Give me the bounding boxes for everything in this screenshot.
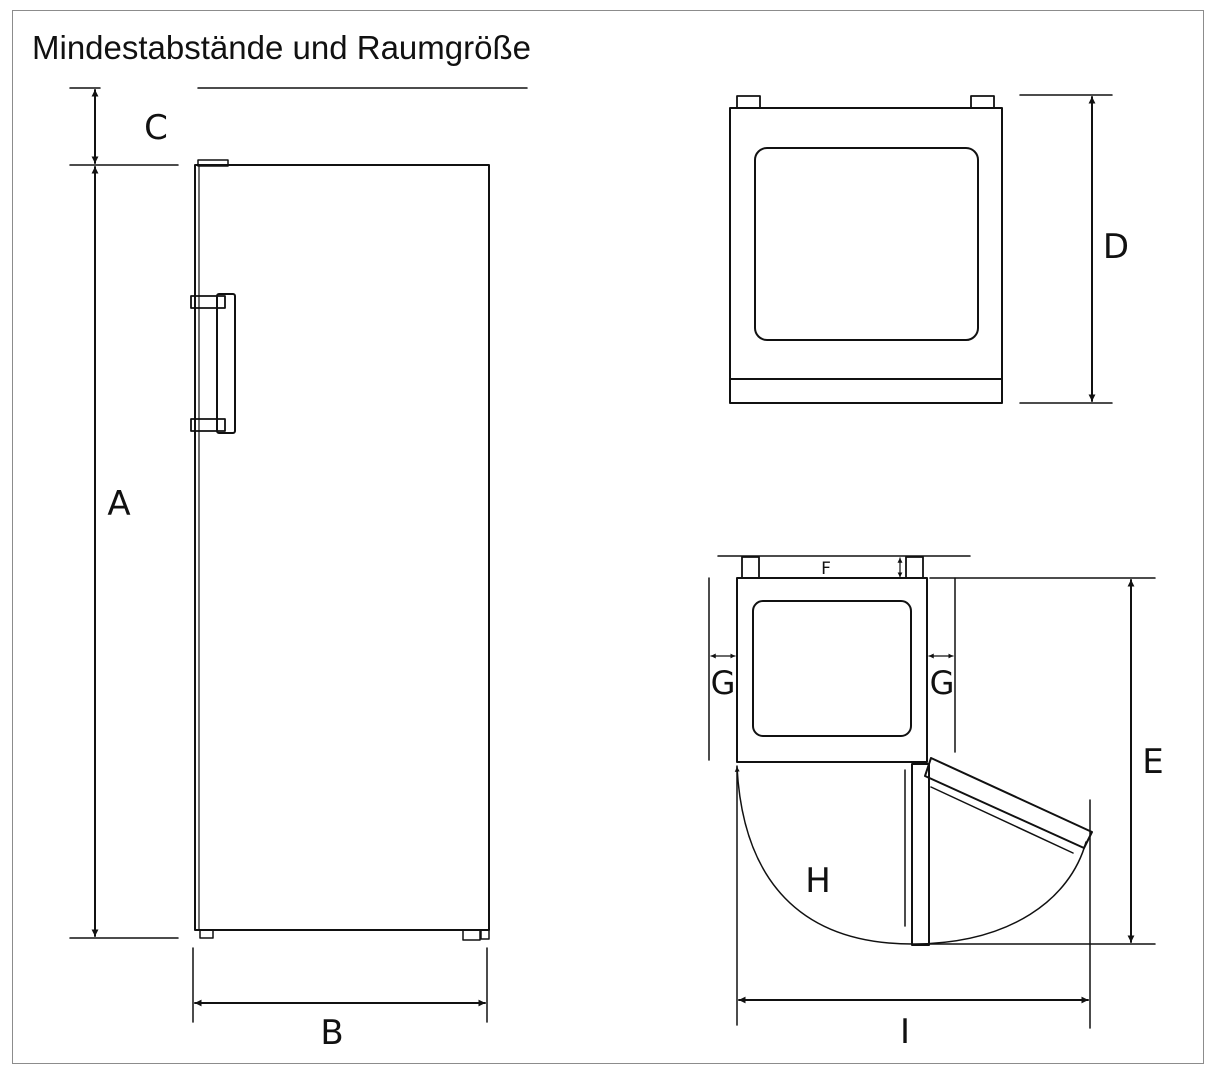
front-view bbox=[69, 87, 528, 1023]
side-panel bbox=[754, 147, 979, 341]
diagram-frame bbox=[12, 10, 1204, 1064]
label-c: C bbox=[144, 108, 168, 148]
side-view bbox=[729, 94, 1113, 404]
door-handle bbox=[216, 293, 236, 434]
label-f: F bbox=[821, 559, 831, 579]
fridge-body bbox=[194, 164, 490, 931]
top-hinge-left bbox=[741, 556, 760, 579]
label-i: I bbox=[900, 1012, 910, 1052]
side-body bbox=[729, 107, 1003, 404]
top-body bbox=[736, 577, 928, 763]
diagram-title: Mindestabstände und Raumgröße bbox=[32, 29, 531, 66]
foot-left bbox=[199, 929, 214, 939]
label-g-left: G bbox=[711, 664, 736, 702]
foot-right bbox=[462, 929, 481, 941]
door-swing-arc bbox=[734, 766, 1087, 945]
label-b: B bbox=[320, 1013, 343, 1053]
side-hinge-right bbox=[970, 95, 995, 109]
door-open-wide-inner bbox=[930, 786, 1074, 854]
label-d: D bbox=[1103, 227, 1129, 267]
top-view bbox=[708, 555, 1156, 1029]
label-e: E bbox=[1142, 742, 1163, 782]
top-panel bbox=[752, 600, 912, 737]
side-hinge-left bbox=[736, 95, 761, 109]
door-open-wide bbox=[924, 757, 1093, 849]
top-hinge-right bbox=[905, 556, 924, 579]
door-open-90 bbox=[911, 763, 930, 946]
label-h: H bbox=[805, 861, 831, 901]
top-hinge bbox=[197, 159, 229, 167]
label-a: A bbox=[107, 484, 130, 524]
label-g-right: G bbox=[930, 664, 955, 702]
handle-upper-mount bbox=[190, 295, 226, 309]
foot-right-small bbox=[480, 929, 490, 940]
handle-lower-mount bbox=[190, 418, 226, 432]
